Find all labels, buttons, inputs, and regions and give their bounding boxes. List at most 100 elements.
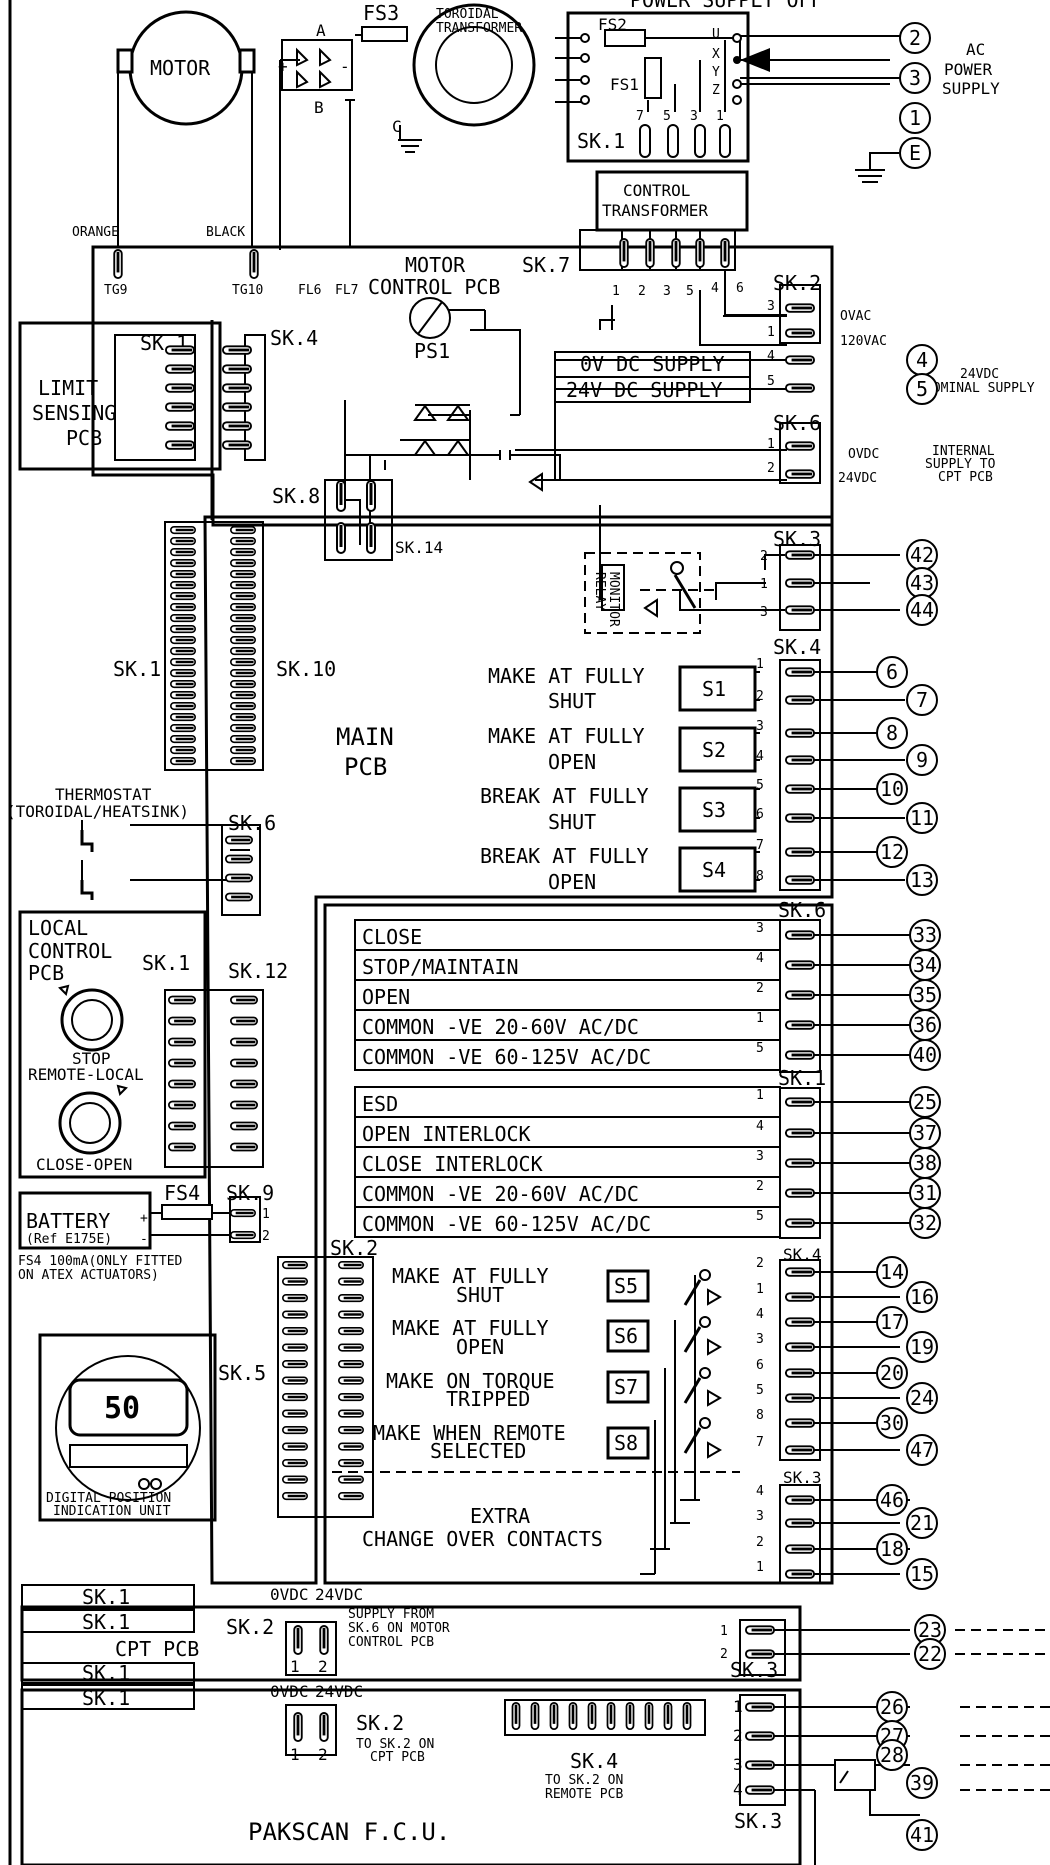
connector-pin (785, 1518, 815, 1528)
fcu-remote-pcb-label: REMOTE PCB (545, 1787, 623, 1802)
switch-box-s7 (606, 1370, 650, 1404)
connector-pin (338, 1409, 364, 1418)
pakscan-fcu-title: PAKSCAN F.C.U. (248, 1818, 450, 1846)
connector-pin (338, 1392, 364, 1402)
connector-pin (338, 1293, 364, 1303)
sk7-label: SK.7 (522, 253, 570, 277)
node-15: 15 (910, 1562, 934, 1586)
node-20-circle (876, 1357, 908, 1389)
stop-label: STOP (72, 1049, 111, 1068)
connector-pin (663, 1702, 673, 1730)
node-10-circle (876, 773, 908, 805)
connector-pin (785, 550, 815, 560)
sk4-pin-5: 5 (756, 778, 764, 793)
connector-pin (230, 745, 256, 755)
connector-pin (230, 668, 256, 678)
connector-pin (282, 1310, 308, 1319)
connector-pin (338, 1442, 364, 1451)
connector-pin (168, 1121, 196, 1131)
connector-pin (168, 1037, 196, 1047)
sk4-pin-2: 2 (756, 689, 764, 704)
s8-text-2: SELECTED (430, 1439, 526, 1463)
sk2-pin-1: 1 (767, 325, 775, 340)
motor-sk6-pin-1: 1 (767, 437, 775, 452)
pin-1: 1 (716, 109, 724, 124)
connector-pin (785, 1544, 815, 1554)
fs4-note-2: ON ATEX ACTUATORS) (18, 1268, 159, 1283)
connector-pin (170, 613, 196, 623)
connector-pin (165, 421, 195, 431)
connector-pin (230, 679, 256, 689)
node-37: 37 (913, 1121, 937, 1145)
node-ac-3: 3 (909, 66, 921, 90)
fs2-label: FS2 (598, 15, 627, 34)
node-25: 25 (913, 1090, 937, 1114)
connector-pin (168, 1016, 196, 1026)
connector-pin (225, 892, 253, 902)
in2-pin-2: 2 (756, 1179, 764, 1194)
connector-pin (170, 591, 196, 601)
connector-pin (222, 345, 252, 355)
motor-sk6-pin-2: 2 (767, 461, 775, 476)
connector-pin (338, 1310, 364, 1319)
node-8-circle (876, 717, 908, 749)
connector-pin (785, 1050, 815, 1060)
connector-pin (785, 1495, 815, 1505)
switch-box-s2 (678, 726, 757, 773)
connector-pin (785, 1368, 815, 1378)
connector-pin (549, 1702, 559, 1730)
bridge-b-label: B (314, 98, 324, 117)
close-open-knob-icon (58, 1091, 122, 1155)
remote-local-label: REMOTE-LOCAL (28, 1065, 144, 1084)
connector-pin (170, 569, 196, 579)
connector-pin (587, 1702, 597, 1730)
in2-pin-1: 1 (756, 1088, 764, 1103)
node-12-circle (876, 836, 908, 868)
node-18-circle (876, 1533, 908, 1565)
orange-wire-label: ORANGE (72, 225, 119, 240)
connector-pin (644, 1702, 654, 1730)
connector-pin (230, 756, 256, 766)
rel-pin-4: 4 (756, 1307, 764, 1322)
connector-pin (230, 613, 256, 623)
cpt-sk3-pin-1: 1 (720, 1624, 728, 1639)
relays-sk3-label: SK.3 (783, 1468, 822, 1487)
s1-text-2: SHUT (548, 689, 596, 713)
rel-pin-3: 3 (756, 1332, 764, 1347)
node-39: 39 (910, 1771, 934, 1795)
limit-pcb-label: PCB (66, 426, 102, 450)
node-14-circle (876, 1256, 908, 1288)
sk7-pin-4: 4 (711, 281, 719, 296)
connector-pin (282, 1425, 308, 1435)
input-esd-label: ESD (362, 1092, 398, 1116)
connector-pin (282, 1409, 308, 1418)
local-label: LOCAL (28, 916, 88, 940)
fcu-sk1a-label: SK.1 (82, 1661, 130, 1685)
rel3-pin-2: 2 (756, 1535, 764, 1550)
node-39-circle (906, 1767, 938, 1799)
sk4-pin-3: 3 (756, 719, 764, 734)
battery-ref-label: (Ref E175E) (26, 1232, 112, 1247)
sk3-pin-1: 1 (760, 577, 768, 592)
input-close-label: CLOSE (362, 925, 422, 949)
sk7-pin-3: 3 (663, 284, 671, 299)
indication-unit-label: INDICATION UNIT (53, 1504, 171, 1519)
connector-pin (230, 734, 256, 744)
tg10-label: TG10 (232, 283, 263, 298)
toroidal-label-1: TOROIDAL (436, 7, 499, 22)
display-value: 50 (104, 1391, 140, 1426)
main-sk1-label: SK.1 (113, 657, 161, 681)
connector-pin (785, 1097, 815, 1107)
fcu-24vdc-label: 24VDC (315, 1682, 363, 1701)
node-ac-2-circle (899, 22, 931, 54)
node-44: 44 (910, 598, 934, 622)
node-17: 17 (880, 1310, 904, 1334)
connector-pin (785, 728, 815, 738)
switch-arrow-icon (740, 48, 770, 72)
fuse-fs1-icon (644, 57, 662, 99)
connector-pin (168, 995, 196, 1005)
in2-pin-5: 5 (756, 1209, 764, 1224)
relays-sk4-label: SK.4 (783, 1245, 822, 1264)
sk10-label: SK.10 (276, 657, 336, 681)
